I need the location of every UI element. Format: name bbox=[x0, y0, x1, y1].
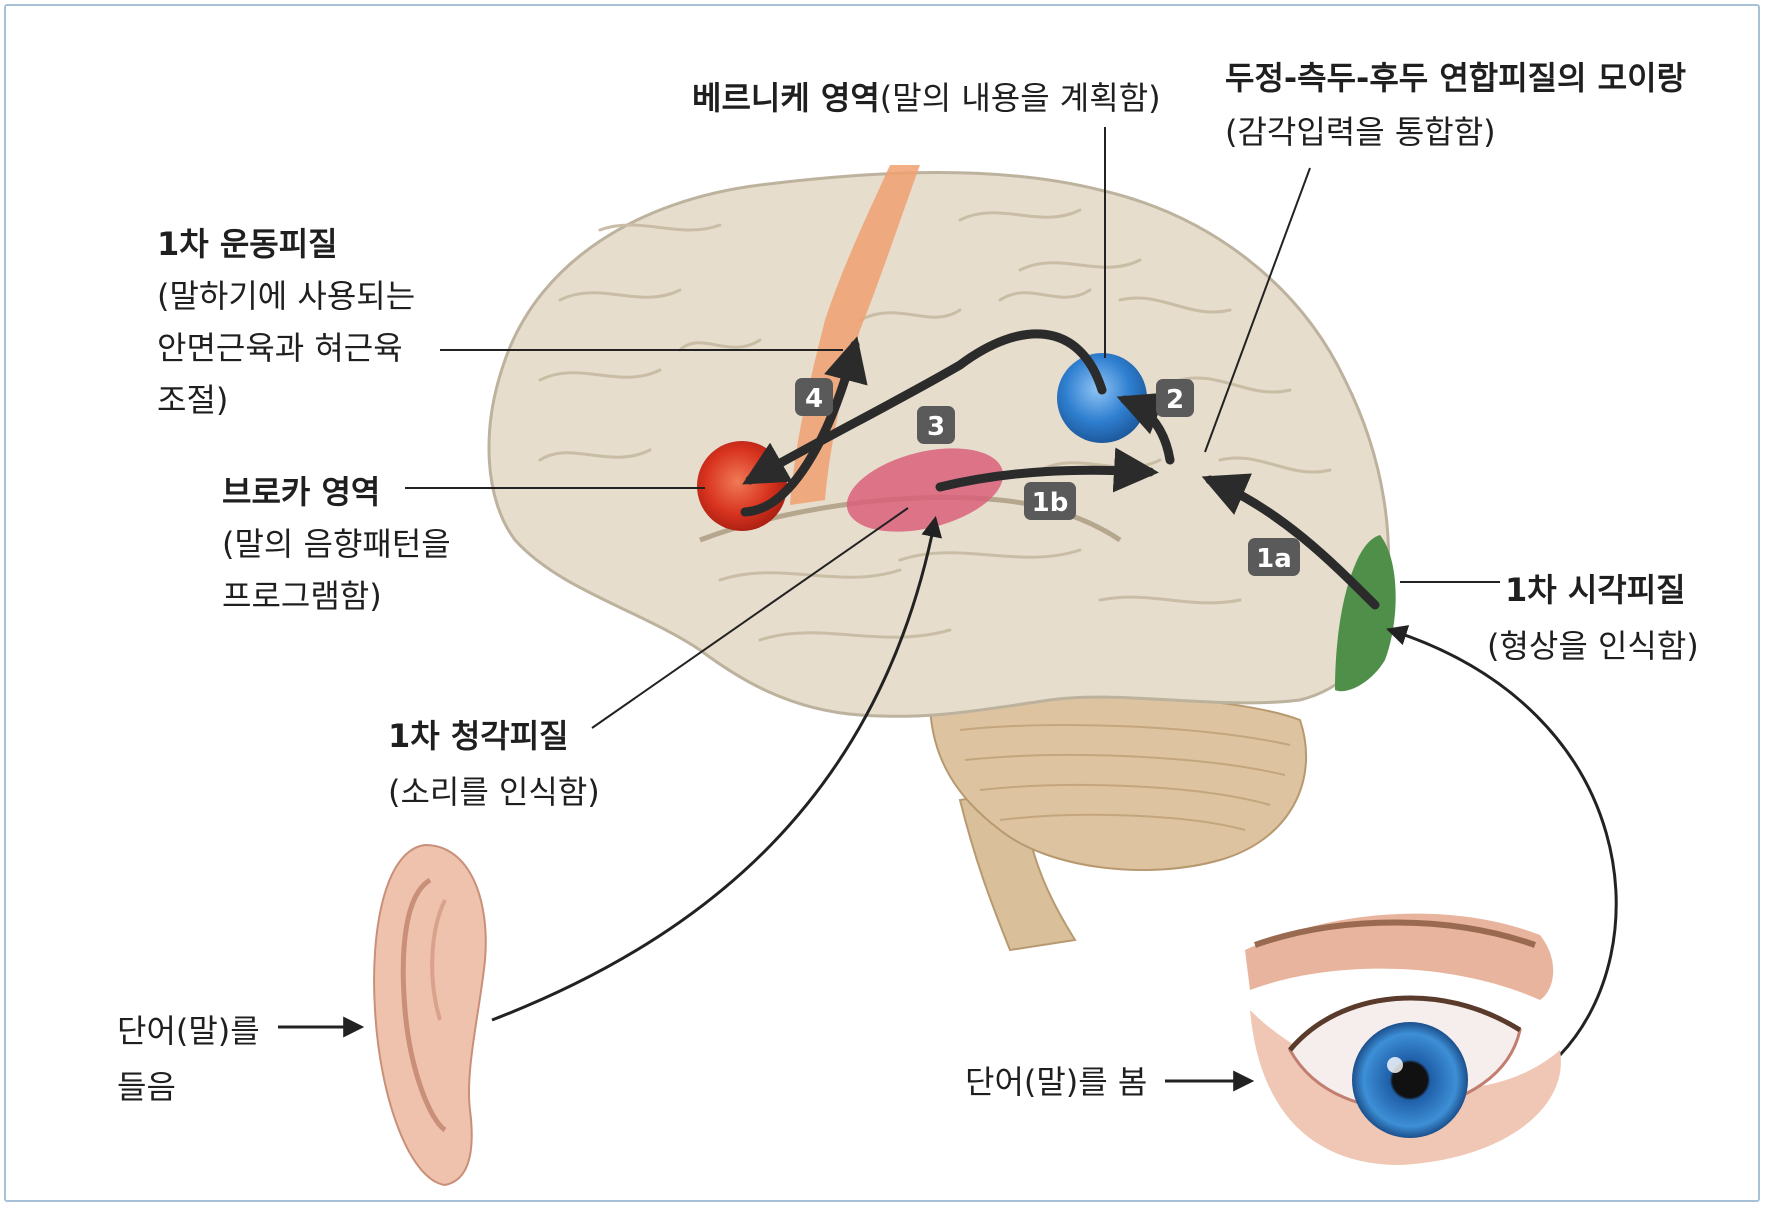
wernicke-label: 베르니케 영역(말의 내용을 계획함) bbox=[692, 78, 1161, 118]
angular-title: 두정-측두-후두 연합피질의 모이랑 bbox=[1225, 58, 1686, 98]
see-line: 단어(말)를 봄 bbox=[965, 1063, 1147, 1101]
wernicke-title: 베르니케 영역 bbox=[692, 79, 880, 117]
step-badge-4: 4 bbox=[795, 378, 833, 416]
motor-cortex-label: 1차 운동피질 (말하기에 사용되는 안면근육과 혀근육 조절) bbox=[157, 218, 415, 426]
cerebrum bbox=[489, 173, 1389, 717]
eye-to-visual-curve bbox=[1390, 630, 1616, 1055]
wernicke-desc: (말의 내용을 계획함) bbox=[880, 79, 1161, 117]
wernicke-area bbox=[1057, 353, 1147, 443]
broca-area bbox=[697, 441, 787, 531]
svg-text:1a: 1a bbox=[1256, 544, 1292, 574]
auditory-cortex-label: 1차 청각피질 (소리를 인식함) bbox=[388, 708, 600, 820]
motor-desc-2: 안면근육과 혀근육 bbox=[157, 322, 415, 374]
broca-desc-2: 프로그램함) bbox=[222, 570, 451, 622]
see-words-label: 단어(말)를 봄 bbox=[965, 1062, 1147, 1102]
motor-title: 1차 운동피질 bbox=[157, 218, 415, 270]
step-badge-1b: 1b bbox=[1024, 482, 1076, 520]
angular-gyrus-label: 두정-측두-후두 연합피질의 모이랑 (감각입력을 통합함) bbox=[1225, 58, 1686, 152]
motor-desc-3: 조절) bbox=[157, 374, 415, 426]
eye-illustration bbox=[1245, 914, 1561, 1165]
visual-desc: (형상을 인식함) bbox=[1487, 618, 1699, 674]
auditory-title: 1차 청각피질 bbox=[388, 708, 600, 764]
ear-illustration bbox=[374, 845, 486, 1185]
svg-text:1b: 1b bbox=[1032, 488, 1069, 518]
angular-desc: (감각입력을 통합함) bbox=[1225, 112, 1686, 152]
broca-label: 브로카 영역 (말의 음향패턴을 프로그램함) bbox=[222, 466, 451, 622]
hear-line-1: 단어(말)를 bbox=[117, 1003, 260, 1059]
broca-title: 브로카 영역 bbox=[222, 466, 451, 518]
auditory-desc: (소리를 인식함) bbox=[388, 764, 600, 820]
svg-text:3: 3 bbox=[927, 412, 945, 442]
hear-words-label: 단어(말)를 들음 bbox=[117, 1003, 260, 1115]
step-badge-3: 3 bbox=[917, 406, 955, 444]
step-badge-1a: 1a bbox=[1248, 538, 1300, 576]
step-badge-2: 2 bbox=[1156, 379, 1194, 417]
svg-text:4: 4 bbox=[805, 384, 823, 414]
svg-text:2: 2 bbox=[1166, 385, 1184, 415]
visual-cortex-label: 1차 시각피질 (형상을 인식함) bbox=[1505, 562, 1699, 674]
hear-line-2: 들음 bbox=[117, 1059, 260, 1115]
motor-desc-1: (말하기에 사용되는 bbox=[157, 270, 415, 322]
visual-title: 1차 시각피질 bbox=[1505, 562, 1699, 618]
broca-desc-1: (말의 음향패턴을 bbox=[222, 518, 451, 570]
